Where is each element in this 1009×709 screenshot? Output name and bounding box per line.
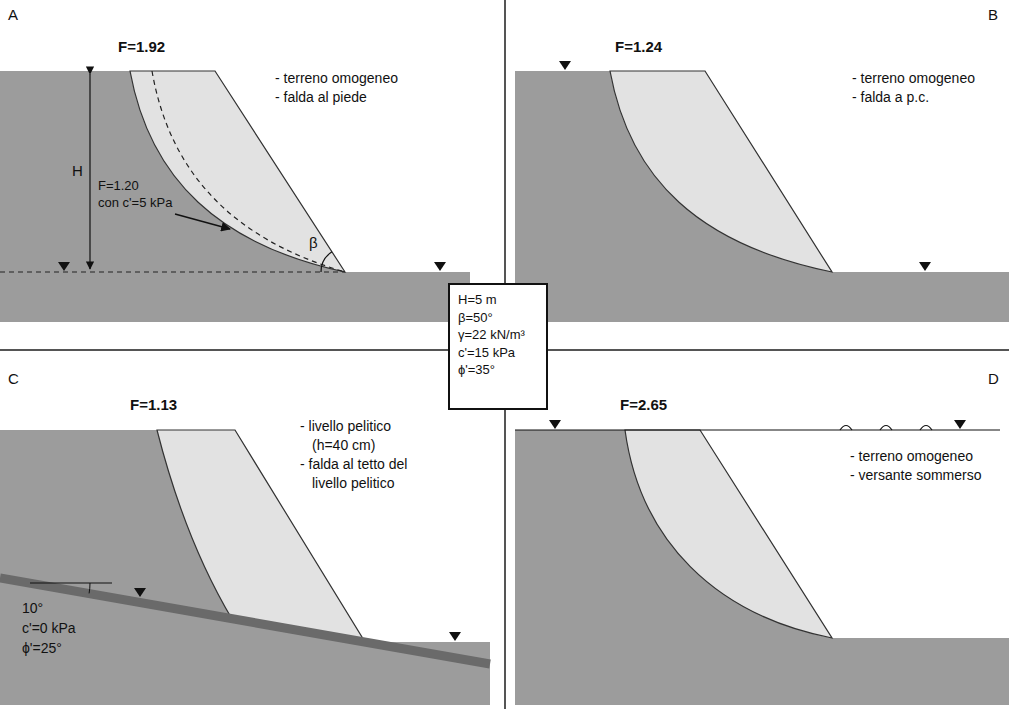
ground-body — [0, 430, 490, 705]
panel-letter: A — [8, 6, 18, 24]
water-symbol — [954, 420, 966, 429]
sliding-mass — [610, 71, 832, 272]
parameter-text: H=5 m — [458, 291, 538, 309]
water-symbol — [549, 420, 561, 429]
note-text: - falda al piede — [275, 89, 367, 106]
water-table — [0, 271, 345, 272]
water-symbol — [58, 262, 70, 271]
dimension-label: H — [72, 162, 83, 180]
wave-marks — [840, 426, 932, 431]
note-text: - versante sommerso — [850, 467, 981, 484]
ground-body — [0, 71, 470, 322]
angle-arc — [89, 583, 91, 593]
angle-arc — [321, 252, 332, 272]
parameter-text: c'=15 kPa — [458, 344, 538, 362]
note-text: - terreno omogeneo — [852, 70, 975, 87]
height-dimension — [89, 74, 90, 269]
panel-letter: C — [8, 370, 19, 388]
safety-factor: F=1.92 — [118, 38, 165, 56]
horizontal-reference — [30, 583, 112, 584]
water-symbol — [434, 262, 446, 271]
note-text: - falda al tetto del — [300, 456, 407, 473]
parameter-box: H=5 mβ=50°γ=22 kN/m³c'=15 kPaϕ'=35° — [448, 283, 548, 410]
ground-body — [515, 71, 1009, 322]
safety-factor: F=1.20 — [98, 178, 139, 194]
safety-factor: F=2.65 — [620, 396, 667, 414]
panel-letter: B — [988, 6, 998, 24]
parameter-text: γ=22 kN/m³ — [458, 326, 538, 344]
sliding-mass — [625, 430, 832, 638]
note-text: con c'=5 kPa — [98, 195, 172, 211]
note-text: - terreno omogeneo — [275, 70, 398, 87]
angle-label: β — [309, 234, 318, 252]
water-symbol — [559, 61, 571, 70]
pelitic-layer — [0, 578, 490, 664]
water-surface — [515, 429, 1000, 430]
parameter-text: ϕ'=35° — [458, 361, 538, 379]
note-text: - falda a p.c. — [852, 89, 929, 106]
water-symbol — [449, 632, 461, 641]
note-text: (h=40 cm) — [312, 437, 375, 454]
panel-letter: D — [988, 370, 999, 388]
parameter-label: c'=0 kPa — [22, 620, 76, 637]
parameter-label: ϕ'=25° — [22, 640, 62, 657]
leader-arrow — [175, 214, 230, 229]
note-text: livello pelitico — [312, 475, 394, 492]
water-symbol — [134, 588, 146, 597]
safety-factor: F=1.24 — [615, 38, 662, 56]
safety-factor: F=1.13 — [130, 396, 177, 414]
water-symbol — [919, 262, 931, 271]
note-text: - terreno omogeneo — [850, 448, 973, 465]
ground-body — [515, 430, 1009, 705]
angle-label: 10° — [22, 600, 43, 617]
note-text: - livello pelitico — [300, 418, 391, 435]
parameter-text: β=50° — [458, 309, 538, 327]
